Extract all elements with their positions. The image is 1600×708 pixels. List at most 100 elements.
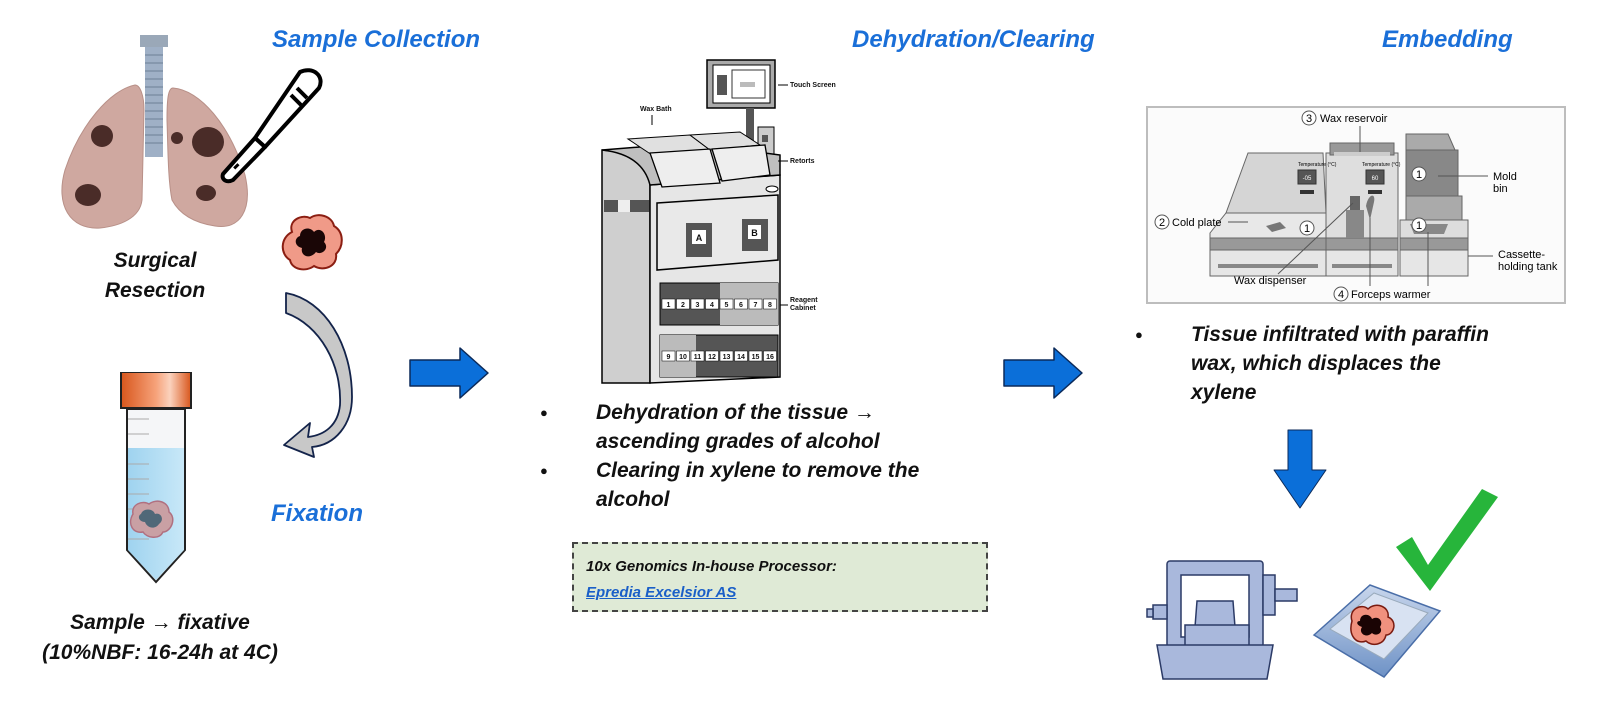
touch-screen-label: Touch Screen [790,82,836,89]
fixation-caption: Sample → fixative (10%NBF: 16-24h at 4C) [10,608,310,668]
bullet-text: alcohol [596,488,670,511]
reagent-bottle-number: 7 [754,302,758,309]
reagent-cabinet-label: Reagent [790,297,818,304]
caption-line: Resection [104,279,206,302]
marker-number: 3 [1306,113,1312,125]
reagent-bottle [748,298,763,310]
reagent-bottle [719,298,734,310]
left-lung-icon [61,84,145,229]
mold-bin-label: Mold [1493,171,1517,183]
bullet-text: ascending grades of alcohol [596,430,880,453]
bullet-item: Clearing in xylene to remove the alcohol [540,456,1000,514]
temperature-label: Temperature (°C) [1362,162,1401,168]
reagent-bottle [705,298,719,310]
reagent-bottle-number: 8 [768,302,772,309]
reagent-bottle [676,298,690,310]
retort-b-label: B [751,228,758,238]
cold-plate-label: Cold plate [1172,217,1222,229]
scalpel-icon [220,68,323,184]
caption-line: Surgical [113,249,197,272]
wax-reservoir-label: Wax reservoir [1320,113,1388,125]
fixative-tube-icon [120,372,192,584]
bullet-text: Clearing in xylene to remove the [596,459,920,482]
reagent-bottle [748,350,763,362]
reagent-bottle-number: 10 [679,354,687,361]
curved-arrow-icon [283,292,353,458]
reagent-bottle [705,350,719,362]
bullet-text: xylene [1191,381,1257,404]
wax-bath-label: Wax Bath [640,106,672,113]
reagent-bottle-number: 4 [710,302,714,309]
reagent-bottle-number: 3 [696,302,700,309]
caption-line: Sample → fixative [70,611,250,634]
temperature-readout: 60 [1372,176,1379,182]
sample-collection-title: Sample Collection [272,26,481,53]
processor-note-box: 10x Genomics In-house Processor: Epredia… [572,542,988,612]
reagent-bottle [763,298,777,310]
forceps-warmer-label: Forceps warmer [1351,289,1431,301]
reagent-bottle-number: 2 [681,302,685,309]
reagent-bottle-number: 13 [723,354,731,361]
embedding-title: Embedding [1382,26,1513,53]
surgical-resection-caption: Surgical Resection [85,246,225,306]
cassette-tank-label: Cassette- [1498,249,1545,261]
retorts-label: Retorts [790,158,815,165]
tissue-cassette-icon [1312,584,1442,678]
mold-bin-label: bin [1493,183,1508,195]
flow-arrow-right-icon [409,347,489,399]
flow-arrow-down-icon [1273,429,1327,509]
reagent-bottle [690,298,705,310]
embedding-station-illustration: Temperature (°C) Temperature (°C) -05 60… [1154,110,1558,302]
checkmark-icon [1396,489,1498,591]
reagent-bottle [719,350,734,362]
reagent-bottle [676,350,690,362]
marker-number: 1 [1304,223,1310,235]
tumor-spots-icon [75,125,224,206]
flow-arrow-right-icon [1003,347,1083,399]
marker-number: 1 [1416,169,1422,181]
marker-number: 2 [1159,217,1165,229]
reagent-bottle [763,350,777,362]
dehydration-clearing-title: Dehydration/Clearing [852,26,1095,53]
wax-dispenser-label: Wax dispenser [1234,275,1307,287]
reagent-bottle-number: 1 [667,302,671,309]
lungs-illustration [61,35,248,229]
reagent-bottle-number: 6 [739,302,743,309]
reagent-bottle-number: 5 [725,302,729,309]
reagent-bottle-number: 12 [708,354,716,361]
temperature-readout: -05 [1303,176,1312,182]
fixation-title: Fixation [271,500,364,527]
reagent-bottle-number: 9 [667,354,671,361]
tissue-sample-icon [281,214,343,271]
cassette-tank-label: holding tank [1498,261,1558,273]
bullet-text: wax, which displaces the [1191,352,1441,375]
reagent-bottle-number: 15 [752,354,760,361]
dehydration-bullet-list: Dehydration of the tissue → ascending gra… [540,398,1000,514]
temperature-label: Temperature (°C) [1298,162,1337,168]
marker-number: 4 [1338,289,1344,301]
reagent-bottle [661,298,676,310]
microtome-icon [1146,560,1298,680]
retort-a-label: A [696,233,703,243]
embedding-station-diagram: Temperature (°C) Temperature (°C) -05 60… [1146,106,1566,304]
reagent-bottle [734,350,748,362]
reagent-cabinet-label: Cabinet [790,305,816,312]
reagent-bottle [734,298,748,310]
epredia-excelsior-link[interactable]: Epredia Excelsior AS [586,584,737,601]
bullet-text: Dehydration of the tissue → [596,401,875,424]
marker-number: 1 [1416,220,1422,232]
touch-screen-icon [706,59,776,168]
reagent-bottle-number: 14 [737,354,745,361]
caption-line: (10%NBF: 16-24h at 4C) [42,641,278,664]
reagent-bottle-number: 16 [766,354,774,361]
bullet-item: Dehydration of the tissue → ascending gra… [540,398,1000,456]
trachea-icon [140,35,168,157]
processor-note-label: 10x Genomics In-house Processor: [586,558,837,575]
right-lung-icon [166,87,248,227]
reagent-bottle [690,350,705,362]
reagent-bottle [661,350,676,362]
reagent-bottle-number: 11 [694,354,702,361]
